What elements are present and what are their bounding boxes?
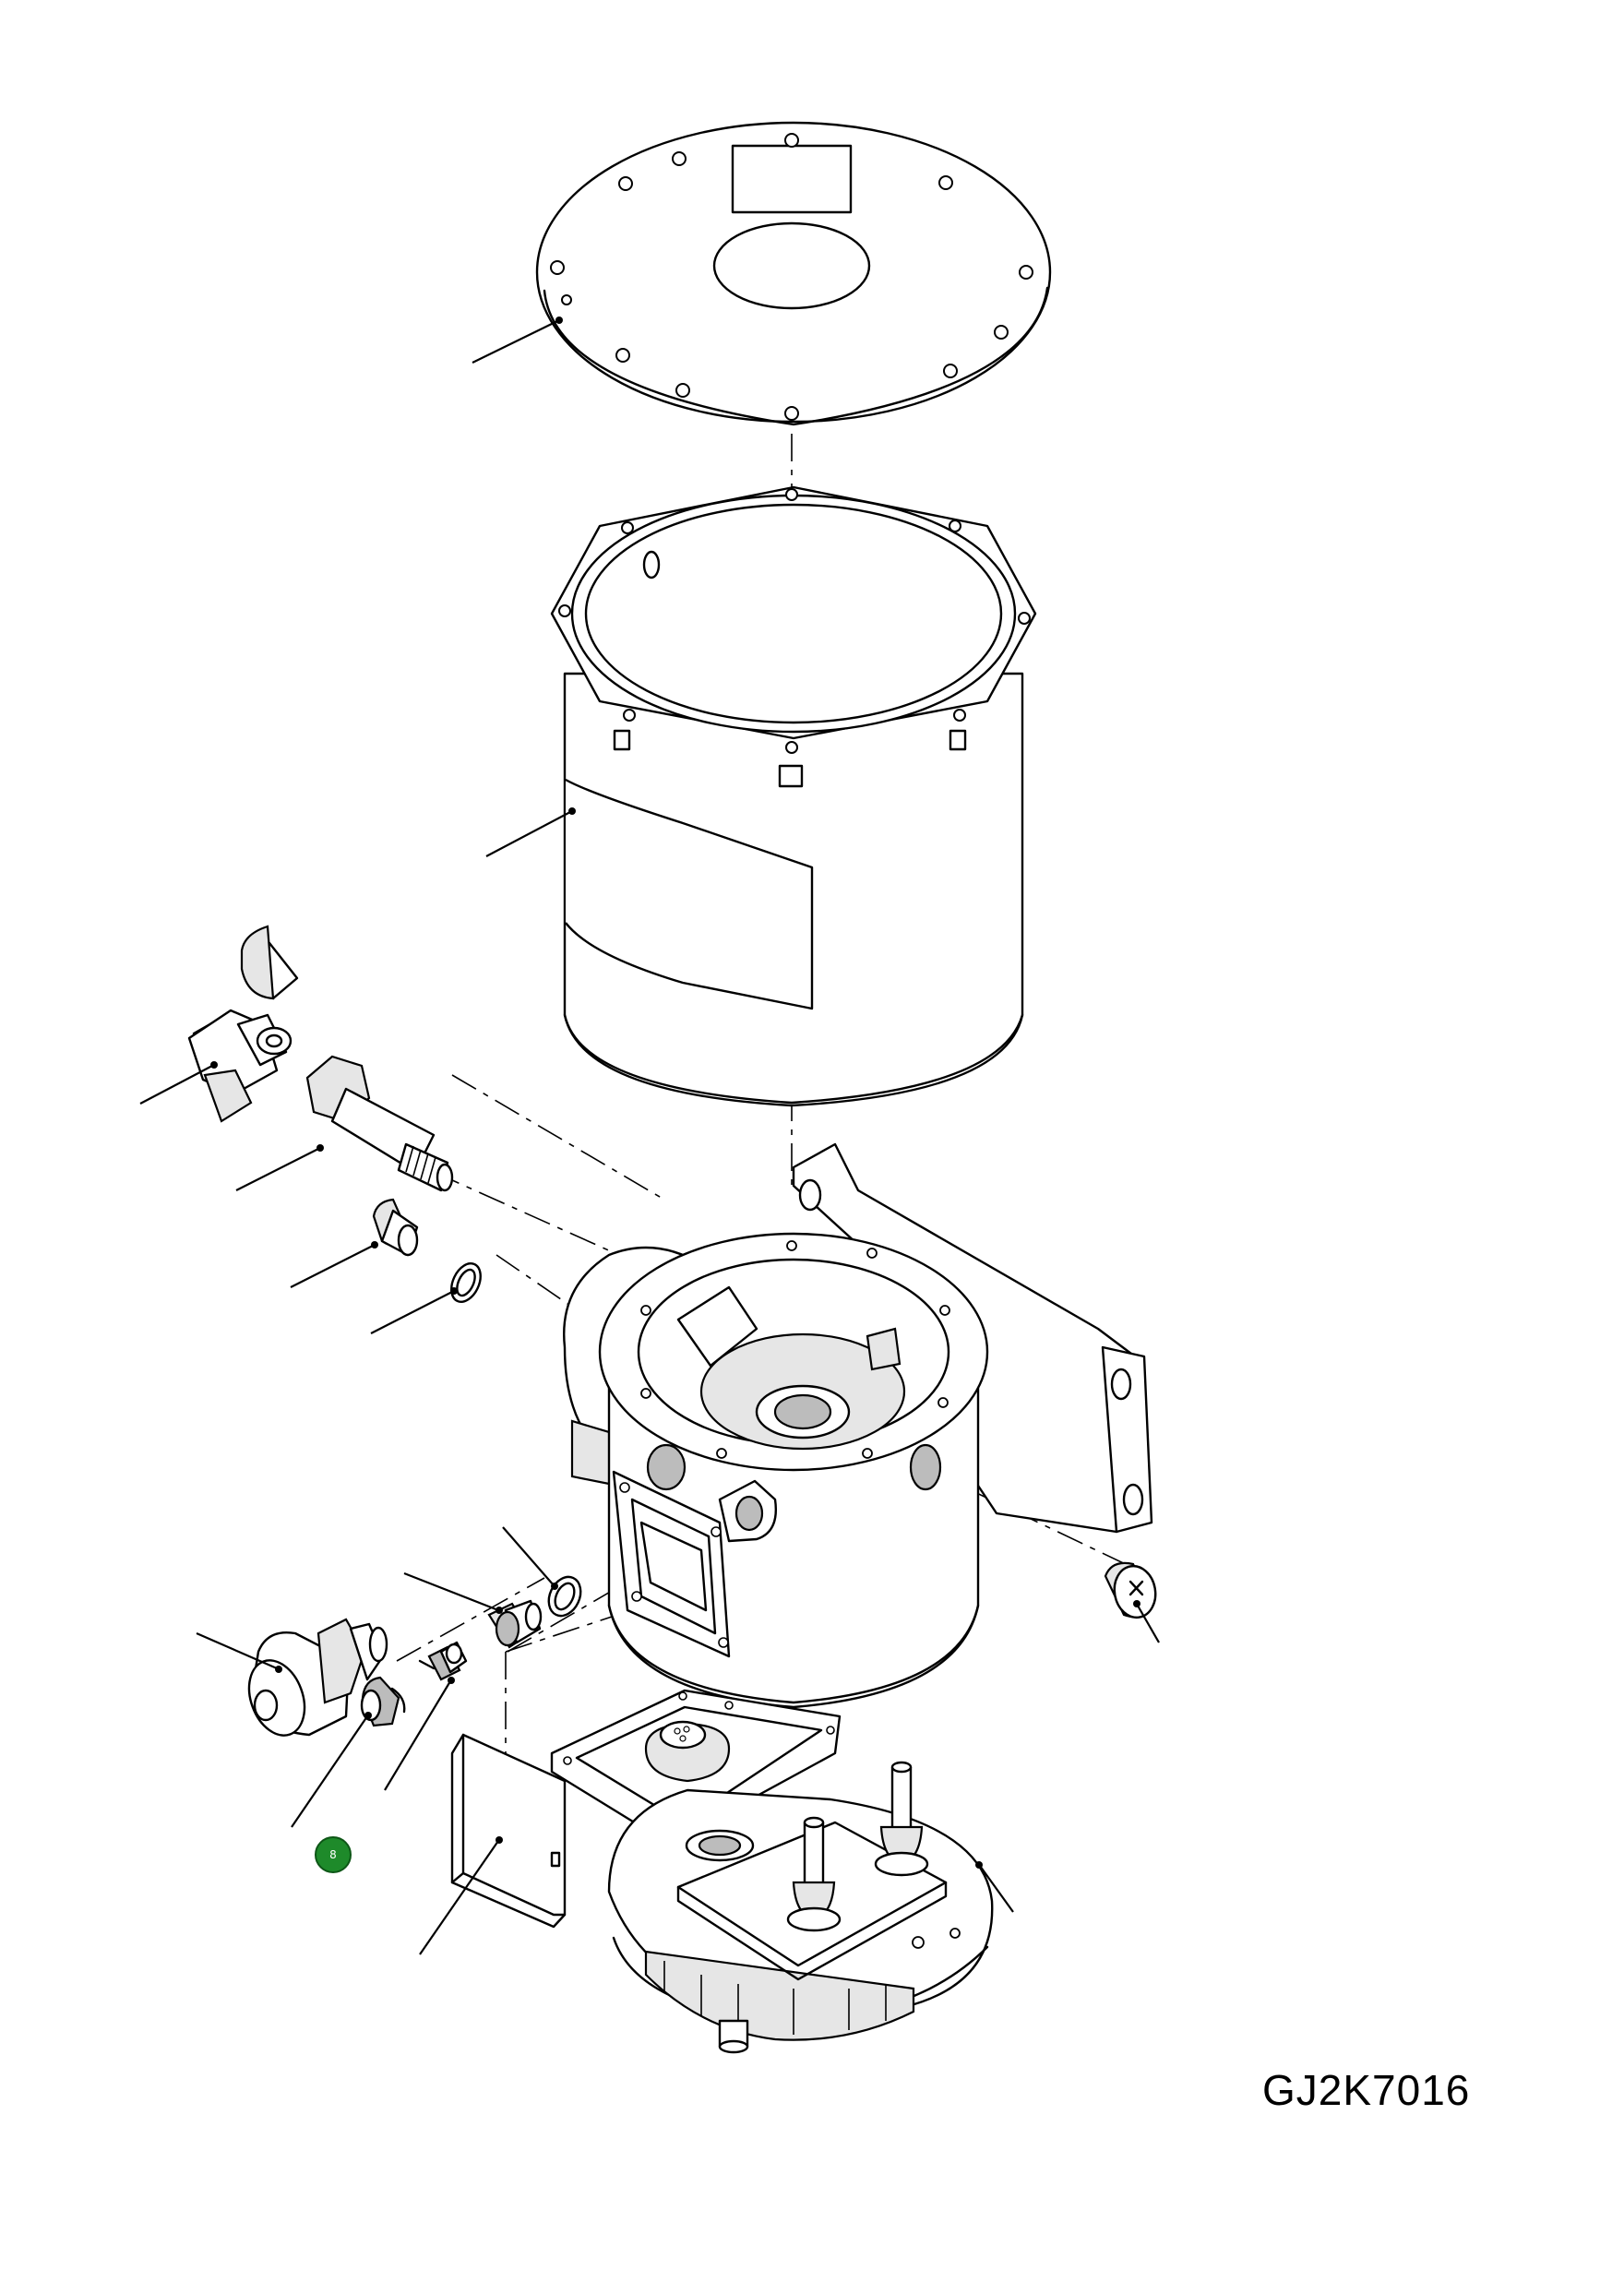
- leader-line: [196, 1631, 282, 1673]
- pump-housing-icon[interactable]: [563, 1142, 1153, 1709]
- drawing-code: GJ2K7016: [1262, 2066, 1471, 2114]
- cap-icon[interactable]: [360, 1676, 406, 1727]
- pressure-switch-icon[interactable]: [239, 1618, 388, 1743]
- leader-line: [403, 1571, 503, 1614]
- leader-line: [419, 1836, 503, 1955]
- leader-line: [235, 1144, 324, 1191]
- callout-marker-8[interactable]: 8: [315, 1836, 352, 1873]
- leader-line: [290, 1241, 378, 1288]
- check-valve-fitting-icon[interactable]: [187, 925, 299, 1123]
- banjo-bolt-icon[interactable]: [305, 1055, 454, 1192]
- grease-nipple-icon[interactable]: [418, 1641, 468, 1681]
- leader-line: [1133, 1600, 1160, 1643]
- leader-line: [472, 317, 563, 364]
- adapter-nipple-icon[interactable]: [487, 1599, 543, 1649]
- reservoir-cylinder-icon[interactable]: [550, 485, 1037, 1107]
- leader-line: [485, 807, 576, 857]
- cover-panel-icon[interactable]: [450, 1733, 567, 1929]
- cover-plate-icon[interactable]: [535, 121, 1052, 426]
- plug-icon[interactable]: [372, 1198, 419, 1257]
- base-plate-icon[interactable]: [607, 1761, 994, 2054]
- leader-line: [384, 1677, 455, 1791]
- gasket-icon[interactable]: [550, 1689, 842, 1843]
- leader-line: [975, 1861, 1014, 1913]
- leader-line: [502, 1526, 558, 1590]
- leader-line: [139, 1061, 218, 1105]
- leader-line: [291, 1712, 372, 1828]
- leader-line: [370, 1287, 458, 1334]
- cap-screw-icon[interactable]: [1104, 1561, 1160, 1621]
- seal-ring-icon[interactable]: [446, 1259, 486, 1307]
